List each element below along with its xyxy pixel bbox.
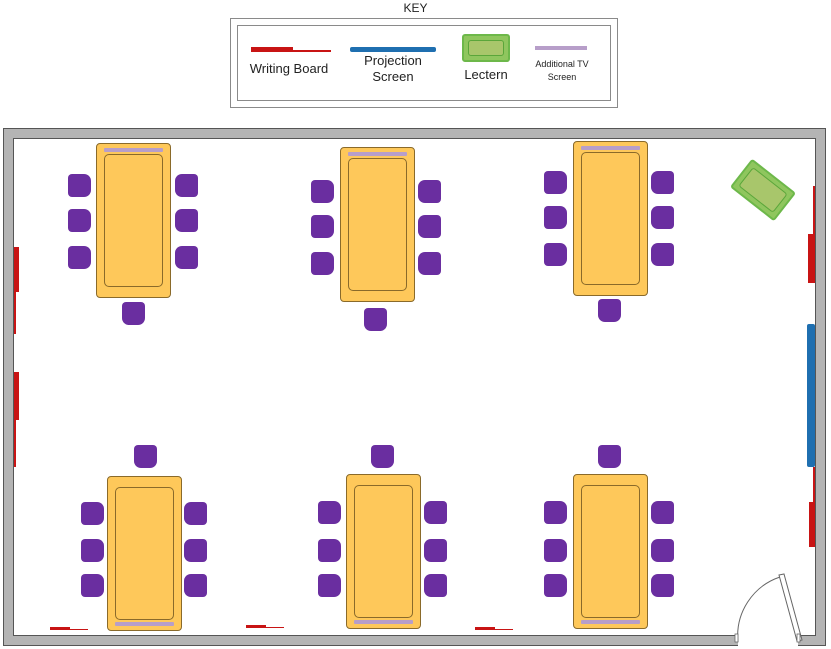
chair <box>68 246 91 269</box>
chair <box>651 501 674 524</box>
projection-screen <box>807 324 815 467</box>
chair <box>424 501 447 524</box>
chair <box>651 243 674 266</box>
chair <box>184 574 207 597</box>
tv-screen-table-6 <box>581 620 640 624</box>
writing-board-right-1 <box>808 234 815 283</box>
chair <box>364 308 387 331</box>
chair <box>81 574 104 597</box>
writing-board-icon <box>251 47 293 51</box>
tv-screen-icon <box>535 46 587 50</box>
key-label-lectern: Lectern <box>464 67 508 82</box>
writing-board-bottom-2 <box>246 625 266 628</box>
writing-board-icon-line <box>251 50 331 52</box>
tv-screen-table-4 <box>115 622 174 626</box>
chair <box>318 574 341 597</box>
key-legend-inner-border <box>237 25 611 101</box>
chair <box>651 539 674 562</box>
table-2 <box>340 147 415 302</box>
chair <box>175 246 198 269</box>
chair <box>418 252 441 275</box>
key-label-projection-line2: Screen <box>372 69 414 84</box>
chair <box>184 502 207 525</box>
table-1 <box>96 143 171 298</box>
writing-board-bottom-1-line <box>50 629 88 630</box>
chair <box>81 502 104 525</box>
tv-screen-table-5 <box>354 620 413 624</box>
chair <box>418 215 441 238</box>
chair <box>544 574 567 597</box>
chair <box>175 209 198 232</box>
chair <box>544 243 567 266</box>
key-title: KEY <box>403 1 428 15</box>
key-label-tv-line1: Additional TV <box>535 59 589 69</box>
table-6 <box>573 474 648 629</box>
chair <box>371 445 394 468</box>
chair <box>68 209 91 232</box>
key-label-writing-board: Writing Board <box>249 61 329 76</box>
writing-board-right-2 <box>809 502 815 547</box>
chair <box>311 180 334 203</box>
table-3 <box>573 141 648 296</box>
chair <box>418 180 441 203</box>
chair <box>311 215 334 238</box>
chair <box>68 174 91 197</box>
writing-board-bottom-2-line <box>246 627 284 628</box>
key-label-projection-line1: Projection <box>364 53 422 68</box>
chair <box>598 445 621 468</box>
chair <box>544 206 567 229</box>
chair <box>424 539 447 562</box>
chair <box>651 171 674 194</box>
chair <box>544 539 567 562</box>
writing-board-left-1 <box>14 247 19 292</box>
writing-board-bottom-1 <box>50 627 70 630</box>
door-icon <box>734 573 803 643</box>
door-opening <box>738 634 798 648</box>
writing-board-bottom-3-line <box>475 629 513 630</box>
chair <box>544 501 567 524</box>
chair <box>318 501 341 524</box>
writing-board-bottom-3 <box>475 627 495 630</box>
tv-screen-table-1 <box>104 148 163 152</box>
chair <box>122 302 145 325</box>
tv-screen-table-2 <box>348 152 407 156</box>
key-legend: Writing Board Projection Screen Lectern … <box>230 18 618 108</box>
chair <box>318 539 341 562</box>
chair <box>184 539 207 562</box>
writing-board-left-2-line <box>14 372 16 467</box>
chair <box>175 174 198 197</box>
table-5 <box>346 474 421 629</box>
writing-board-left-2 <box>14 372 19 420</box>
chair <box>81 539 104 562</box>
chair <box>651 206 674 229</box>
writing-board-left-1-line <box>14 247 16 334</box>
lectern-icon <box>462 34 510 62</box>
projection-screen-icon <box>350 47 436 52</box>
chair <box>134 445 157 468</box>
chair <box>598 299 621 322</box>
chair <box>424 574 447 597</box>
chair <box>651 574 674 597</box>
chair <box>311 252 334 275</box>
key-label-tv-line2: Screen <box>547 72 577 82</box>
tv-screen-table-3 <box>581 146 640 150</box>
chair <box>544 171 567 194</box>
table-4 <box>107 476 182 631</box>
